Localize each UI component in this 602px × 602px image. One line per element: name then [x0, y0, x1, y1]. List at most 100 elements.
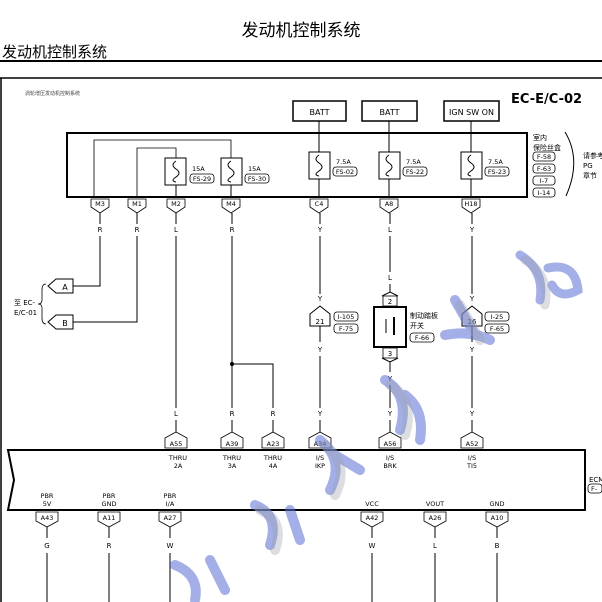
- wire-color-m3: R: [98, 226, 103, 234]
- svg-text:3: 3: [388, 350, 392, 358]
- svg-text:FS-30: FS-30: [248, 175, 266, 183]
- brake-switch-ref: F-66: [409, 332, 435, 343]
- ecm-label-a27-2: I/A: [166, 500, 175, 508]
- svg-text:BATT: BATT: [310, 108, 330, 117]
- pin-a8: A8: [379, 198, 399, 214]
- side-note-2: PG: [583, 162, 593, 170]
- brake-switch-label-2: 开关: [410, 321, 424, 330]
- ecm-label-a52-2: TI5: [466, 462, 477, 470]
- ecm-pin-a27: A27: [158, 511, 182, 528]
- side-note-1: 请参考: [583, 151, 602, 160]
- ecm-label-a23-2: 4A: [269, 462, 278, 470]
- section-title: 发动机控制系统: [2, 43, 108, 61]
- page-title: 发动机控制系统: [241, 21, 361, 41]
- svg-text:A10: A10: [491, 514, 504, 522]
- svg-text:H18: H18: [464, 200, 477, 208]
- ecm-pin-a23: A23: [261, 431, 285, 449]
- ecm-pin-a39: A39: [220, 431, 244, 449]
- fuse-box-ref-2: F-63: [532, 163, 556, 174]
- wire-color-m2: L: [174, 226, 178, 234]
- wire-color-m1: R: [135, 226, 140, 234]
- ecm-label-a55-2: 2A: [174, 462, 183, 470]
- ecm-label-a34-1: I/S: [316, 454, 324, 462]
- wire-color-a11: R: [107, 542, 112, 550]
- svg-text:C4: C4: [315, 200, 324, 208]
- wire-color-h18: Y: [469, 226, 475, 234]
- svg-text:F-75: F-75: [339, 325, 353, 333]
- svg-text:IGN SW ON: IGN SW ON: [449, 108, 494, 117]
- side-note-3: 章节: [583, 171, 597, 180]
- offpage-connector-b: B: [47, 314, 74, 330]
- ecm-label-a26: VOUT: [426, 500, 444, 508]
- svg-text:F-66: F-66: [415, 334, 429, 342]
- svg-text:M1: M1: [132, 200, 142, 208]
- svg-text:FS-22: FS-22: [406, 168, 424, 176]
- svg-text:I-7: I-7: [540, 177, 548, 185]
- wire-color-a55: L: [174, 410, 178, 418]
- watermark-shadow: [255, 255, 551, 555]
- ecm-label-a42: VCC: [365, 500, 379, 508]
- wire-color-h18-upper: Y: [469, 295, 475, 303]
- svg-text:I-25: I-25: [491, 313, 504, 321]
- ecm-label-a43-1: PBR: [41, 492, 54, 500]
- svg-text:I-14: I-14: [538, 189, 551, 197]
- ref-label-2: E/C-01: [14, 309, 37, 317]
- pin-m3: M3: [90, 198, 110, 214]
- section-divider: [0, 60, 602, 62]
- wire-color-h18-lower: Y: [469, 346, 475, 354]
- svg-text:15A: 15A: [192, 165, 205, 173]
- ref-label-1: 至 EC-: [14, 299, 36, 307]
- svg-text:M4: M4: [226, 200, 236, 208]
- pin-m4: M4: [221, 198, 241, 214]
- wire-color-a56: Y: [387, 410, 393, 418]
- svg-text:A23: A23: [267, 440, 280, 448]
- wire-color-a27: W: [167, 542, 174, 550]
- svg-text:M3: M3: [95, 200, 105, 208]
- svg-text:FS-29: FS-29: [193, 175, 211, 183]
- wire-color-a42: W: [369, 542, 376, 550]
- brake-switch-label-1: 制动踏板: [410, 311, 438, 320]
- ecm-label-a11-1: PBR: [103, 492, 116, 500]
- wire-color-a8-upper: L: [388, 274, 392, 282]
- ecm-label-a27-1: PBR: [164, 492, 177, 500]
- fuse-fs29: 15A FS-29: [164, 157, 215, 197]
- power-source-ign-sw-on: IGN SW ON: [443, 100, 500, 122]
- fuse-box-ref-1: F-58: [532, 151, 556, 162]
- ecm-ref: F-: [591, 485, 598, 493]
- power-source-batt-1: BATT: [292, 100, 347, 122]
- wire-color-a34: Y: [317, 410, 323, 418]
- fuse-box: [66, 132, 528, 198]
- ecm-label-a43-2: 5V: [43, 500, 52, 508]
- pin-m1: M1: [127, 198, 147, 214]
- svg-text:FS-23: FS-23: [488, 168, 506, 176]
- svg-text:2: 2: [388, 298, 392, 306]
- svg-text:BATT: BATT: [380, 108, 400, 117]
- wire-color-a8: L: [388, 226, 392, 234]
- svg-text:F-65: F-65: [490, 325, 504, 333]
- ecm-label-a34-2: IKP: [315, 462, 325, 470]
- power-source-batt-2: BATT: [361, 100, 418, 122]
- ecm-label-a56-1: I/S: [386, 454, 394, 462]
- svg-text:7.5A: 7.5A: [488, 158, 503, 166]
- ecm-label-a52-1: I/S: [468, 454, 476, 462]
- ecm-pin-a10: A10: [485, 511, 509, 528]
- svg-text:A52: A52: [466, 440, 479, 448]
- splice-connector-21: 21 I-105 F-75: [309, 305, 359, 334]
- svg-text:I-105: I-105: [338, 313, 355, 321]
- ecm-label: ECM: [589, 476, 602, 484]
- svg-text:7.5A: 7.5A: [336, 158, 351, 166]
- ecm-label-a56-2: BRK: [383, 462, 397, 470]
- svg-text:A42: A42: [366, 514, 379, 522]
- ecm-label-a39-1: THRU: [222, 454, 241, 462]
- ecm-pin-a52: A52: [460, 431, 484, 449]
- wire-color-a52: Y: [469, 410, 475, 418]
- svg-text:A: A: [62, 283, 68, 292]
- fuse-box-label-2: 保险丝盒: [533, 143, 561, 152]
- svg-text:F-63: F-63: [537, 165, 551, 173]
- ecm-label-a23-1: THRU: [263, 454, 282, 462]
- ecm-label-a11-2: GND: [102, 500, 117, 508]
- wire-color-a10: B: [495, 542, 500, 550]
- ecm-body: [6, 449, 586, 511]
- fuse-fs23: 7.5A FS-23: [460, 133, 510, 197]
- svg-text:A43: A43: [41, 514, 54, 522]
